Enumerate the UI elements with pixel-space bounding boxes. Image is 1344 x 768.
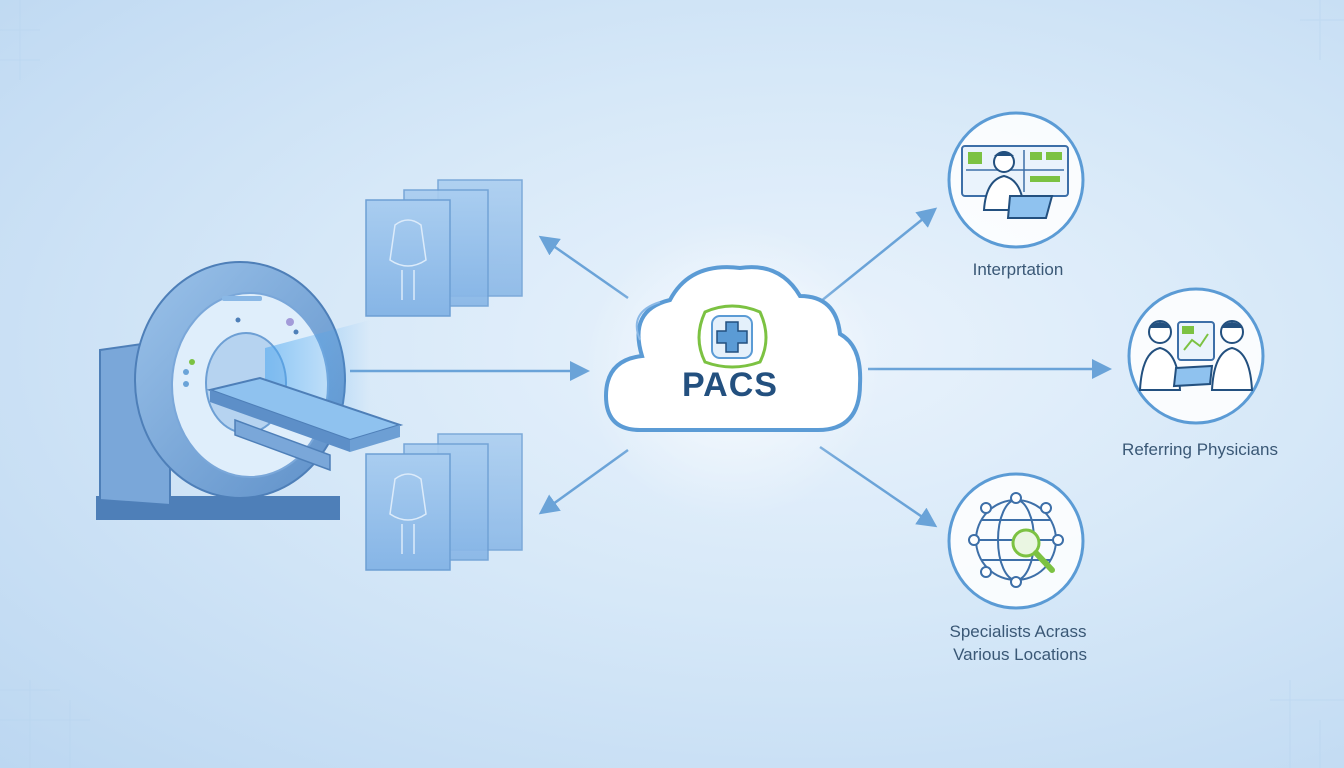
scan-images-stack-icon [365, 433, 523, 571]
radiologist-workstation-icon [961, 145, 1069, 219]
destination-interpretation: Interprtation [947, 111, 1085, 279]
specialists-label-line2: Various Locations [953, 645, 1087, 664]
pacs-cloud [582, 220, 882, 520]
destination-referring-physicians: Referring Physicians [1122, 287, 1278, 459]
specialists-label-line1: Specialists Acrass [950, 622, 1087, 641]
physicians-consult-icon [1138, 320, 1254, 391]
referring-physicians-label: Referring Physicians [1122, 440, 1278, 459]
ct-scanner-icon [96, 261, 404, 520]
medical-cross-icon [697, 304, 768, 369]
destination-specialists: Specialists Acrass Various Locations [947, 472, 1087, 664]
pacs-label: PACS [682, 366, 778, 404]
scan-images-stack-icon [365, 179, 523, 317]
global-network-search-icon [968, 492, 1064, 588]
interpretation-label: Interprtation [973, 260, 1064, 279]
